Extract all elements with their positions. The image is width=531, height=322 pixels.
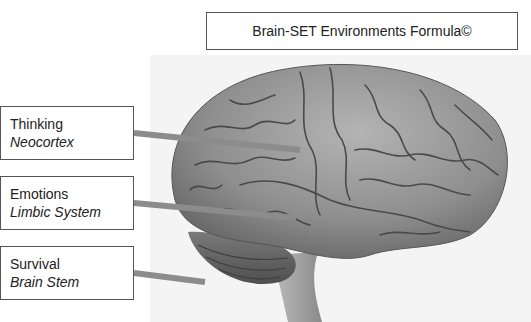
box-subtitle: Limbic System: [10, 203, 124, 221]
leader-lines: [134, 133, 300, 282]
box-heading: Emotions: [10, 185, 124, 203]
title-box: Brain-SET Environments Formula©: [206, 12, 518, 50]
photo-ground: [150, 55, 531, 322]
cerebrum: [172, 64, 508, 258]
box-heading: Survival: [10, 255, 124, 273]
box-subtitle: Brain Stem: [10, 273, 124, 291]
box-heading: Brain-SET Environments Formula©: [217, 22, 507, 40]
label-box: ThinkingNeocortex: [0, 106, 134, 160]
label-box: EmotionsLimbic System: [0, 176, 134, 230]
label-box: SurvivalBrain Stem: [0, 246, 134, 300]
cerebellum-folds: [198, 245, 288, 279]
box-heading: Thinking: [10, 115, 124, 133]
box-subtitle: Neocortex: [10, 133, 124, 151]
